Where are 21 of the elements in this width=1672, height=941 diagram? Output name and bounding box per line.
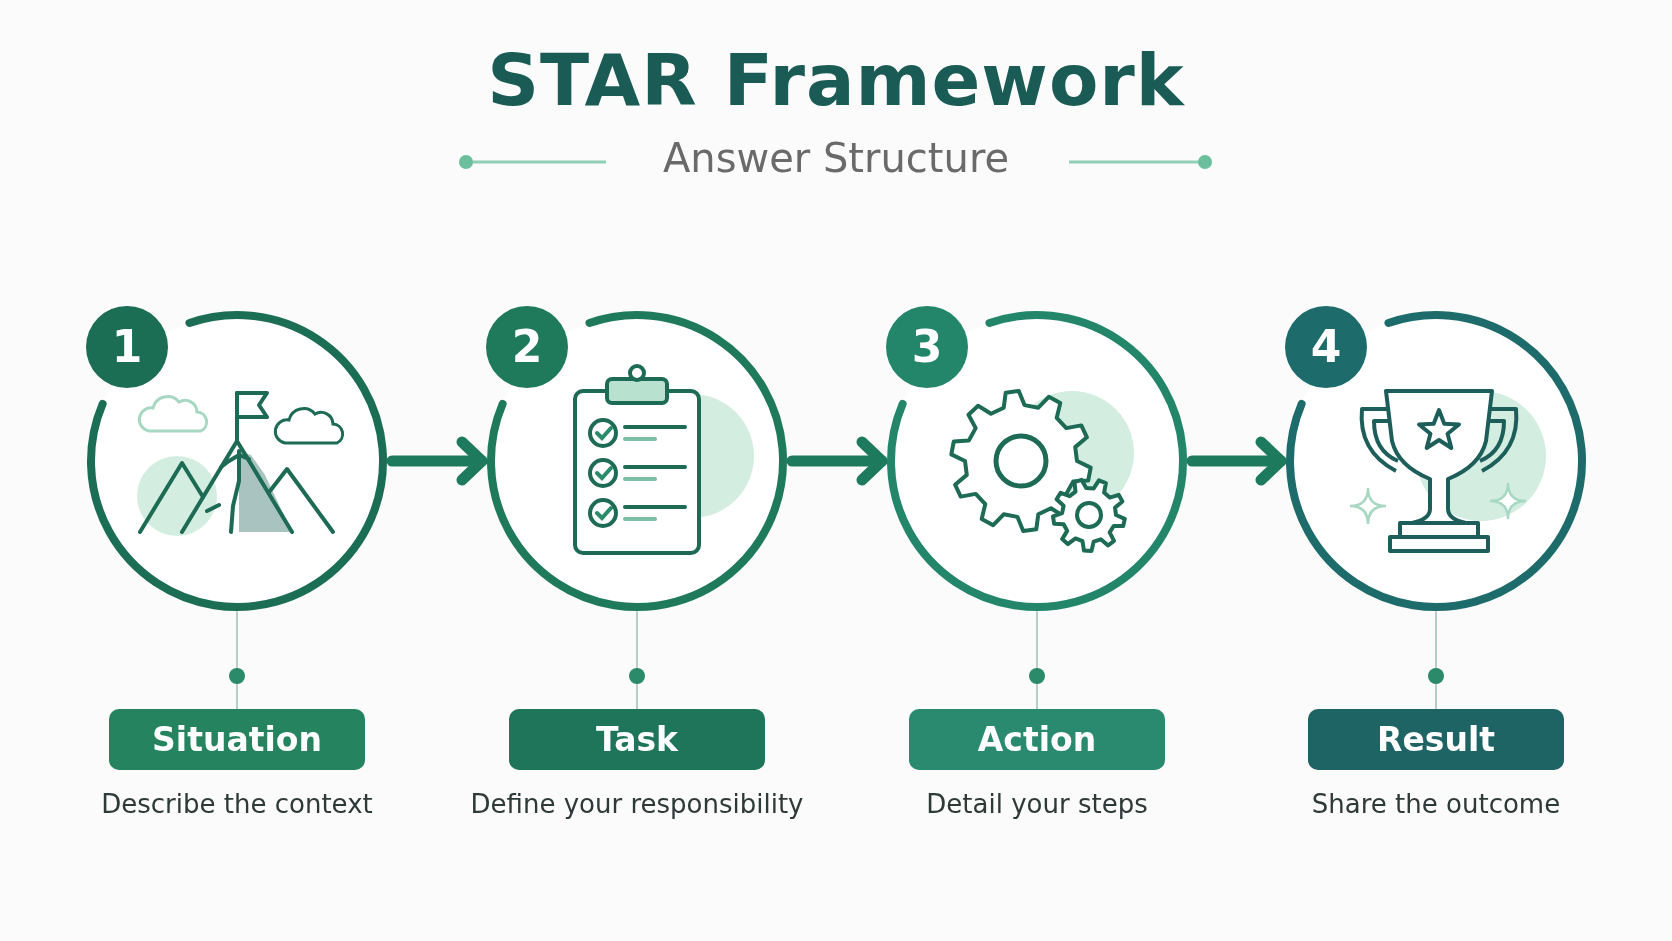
step-number: 3	[886, 306, 968, 388]
arrow	[786, 436, 888, 486]
title: STAR Framework	[487, 38, 1185, 122]
step-number: 1	[86, 306, 168, 388]
step-label: Situation	[109, 709, 365, 770]
step-label: Result	[1308, 709, 1564, 770]
step-number: 2	[486, 306, 568, 388]
connector-line	[236, 611, 238, 710]
step-number: 4	[1285, 306, 1367, 388]
step-description: Share the outcome	[1310, 789, 1562, 819]
arrow	[386, 436, 488, 486]
step-label: Action	[909, 709, 1165, 770]
arrow	[1186, 436, 1287, 486]
subtitle: Answer Structure	[662, 135, 1010, 181]
connector-line	[1435, 611, 1437, 710]
step-label: Task	[509, 709, 765, 770]
connector-line	[636, 611, 638, 710]
step-description: Define your responsibility	[469, 789, 805, 819]
connector-line	[1036, 611, 1038, 710]
step-description: Detail your steps	[925, 789, 1149, 819]
step-description: Describe the context	[100, 789, 374, 819]
